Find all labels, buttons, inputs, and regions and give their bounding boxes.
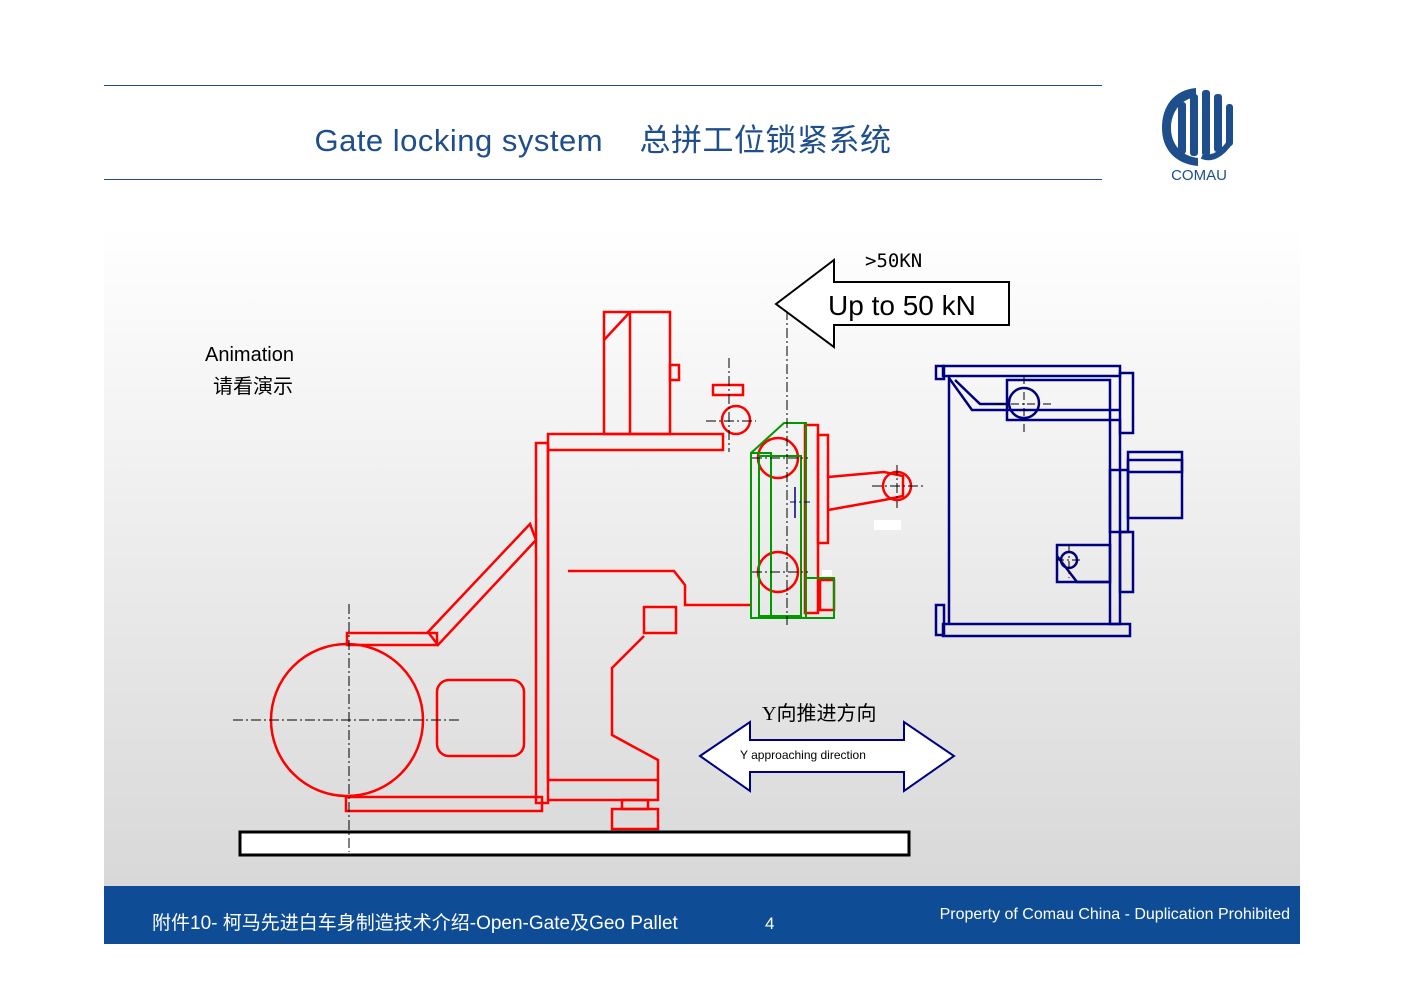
centre-lines-red xyxy=(233,310,926,852)
green-locking-lever xyxy=(750,422,835,619)
force-label-top: >50KN xyxy=(865,250,922,272)
footer-document-title: 附件10- 柯马先进白车身制造技术介绍-Open-Gate及Geo Pallet xyxy=(152,913,678,934)
direction-label-cn: Y向推进方向 xyxy=(762,702,876,725)
header-bottom-rule xyxy=(104,179,1102,180)
page-number: 4 xyxy=(765,914,775,933)
gate-locking-diagram: Animation 请看演示 xyxy=(104,224,1300,886)
base-plate xyxy=(238,830,911,857)
footer-bar: 附件10- 柯马先进白车身制造技术介绍-Open-Gate及Geo Pallet… xyxy=(104,886,1300,944)
direction-label: Y approaching direction xyxy=(740,748,866,762)
force-label: Up to 50 kN xyxy=(828,290,976,321)
direction-arrow: Y向推进方向 Y approaching direction xyxy=(698,702,956,793)
page-title: Gate locking system 总拼工位锁紧系统 xyxy=(314,123,892,158)
animation-label: Animation xyxy=(205,344,294,366)
header-top-rule xyxy=(104,85,1102,86)
drawing-background xyxy=(104,224,1300,886)
comau-logo: COMAU xyxy=(1162,88,1233,184)
svg-text:COMAU: COMAU xyxy=(1171,167,1227,184)
footer-copyright: Property of Comau China - Duplication Pr… xyxy=(939,906,1290,923)
red-clamp-unit xyxy=(269,310,913,831)
animation-label-cn: 请看演示 xyxy=(213,375,293,398)
force-arrow: >50KN Up to 50 kN xyxy=(774,250,1010,349)
